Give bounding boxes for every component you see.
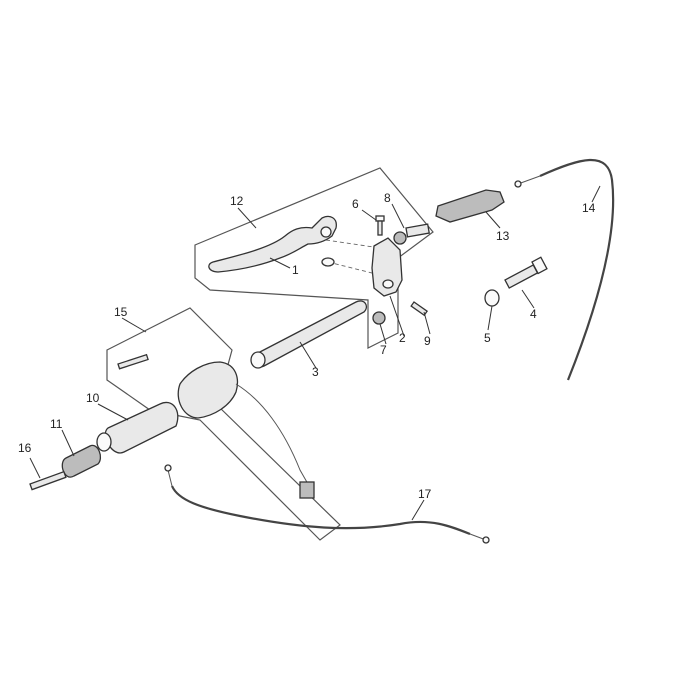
callout-11: 11 xyxy=(50,417,63,431)
cable-14-nipple xyxy=(514,180,522,188)
callout-13: 13 xyxy=(496,229,510,243)
leader-2 xyxy=(389,295,405,337)
callout-1: 1 xyxy=(292,263,299,277)
alignment-line-1 xyxy=(325,239,381,249)
callout-12: 12 xyxy=(230,194,244,208)
leader-15 xyxy=(121,317,147,333)
screw-9 xyxy=(410,301,429,317)
lever-washer xyxy=(321,257,335,267)
leader-14 xyxy=(591,185,601,203)
leader-10 xyxy=(97,403,129,421)
handlebar-tube xyxy=(252,300,368,368)
callout-15: 15 xyxy=(114,305,128,319)
cable-17-nipple-a xyxy=(164,464,172,472)
leader-5 xyxy=(487,305,493,331)
leader-12 xyxy=(237,207,257,229)
lever-bracket xyxy=(371,237,403,297)
callout-9: 9 xyxy=(424,334,431,348)
leader-16 xyxy=(29,457,41,479)
leader-7 xyxy=(379,323,387,345)
clutch-cable-14 xyxy=(539,158,615,381)
brake-lever xyxy=(208,215,337,273)
callout-10: 10 xyxy=(86,391,100,405)
handlebar-tube-end xyxy=(250,351,266,369)
bar-end-washer xyxy=(96,432,112,452)
switch-wire xyxy=(235,383,309,485)
adjuster-8 xyxy=(405,223,430,238)
lever-pivot xyxy=(320,226,332,238)
callout-6: 6 xyxy=(352,197,359,211)
clutch-cable-14-end xyxy=(517,175,541,185)
leader-11 xyxy=(61,429,75,457)
leader-1 xyxy=(269,257,291,269)
callout-2: 2 xyxy=(399,331,406,345)
leader-17 xyxy=(411,499,425,521)
leader-9 xyxy=(423,311,431,335)
callout-3: 3 xyxy=(312,365,319,379)
leader-4 xyxy=(521,289,535,309)
throttle-cable-17 xyxy=(170,485,471,536)
callout-14: 14 xyxy=(582,201,596,215)
throttle-housing xyxy=(177,361,239,419)
leader-3 xyxy=(299,341,317,369)
leader-8 xyxy=(391,203,405,229)
bar-end-weight xyxy=(61,444,102,478)
washer-5 xyxy=(484,289,500,307)
callout-7: 7 xyxy=(380,343,387,357)
nut-7 xyxy=(372,311,386,325)
housing-screw xyxy=(117,353,149,370)
wire-connector xyxy=(299,481,315,499)
bolt-4-head xyxy=(531,256,548,275)
screw-6-shank xyxy=(377,220,383,236)
bolt-4 xyxy=(504,264,539,289)
throttle-grip xyxy=(104,401,179,454)
lever-assembly-outline xyxy=(194,167,434,349)
leader-6 xyxy=(361,209,377,221)
bracket-hole xyxy=(382,279,394,289)
screw-6-head xyxy=(375,215,385,222)
alignment-line-2 xyxy=(327,261,381,276)
throttle-assembly-outline xyxy=(106,307,341,541)
cable-17-nipple-b xyxy=(482,536,490,544)
nut-8 xyxy=(393,231,407,245)
bolt-16 xyxy=(29,470,67,491)
callout-8: 8 xyxy=(384,191,391,205)
callout-4: 4 xyxy=(530,307,537,321)
cable-boot-13 xyxy=(435,189,505,223)
leader-13 xyxy=(485,211,501,229)
callout-16: 16 xyxy=(18,441,32,455)
throttle-cable-17-end xyxy=(167,469,487,541)
callout-17: 17 xyxy=(418,487,432,501)
callout-5: 5 xyxy=(484,331,491,345)
